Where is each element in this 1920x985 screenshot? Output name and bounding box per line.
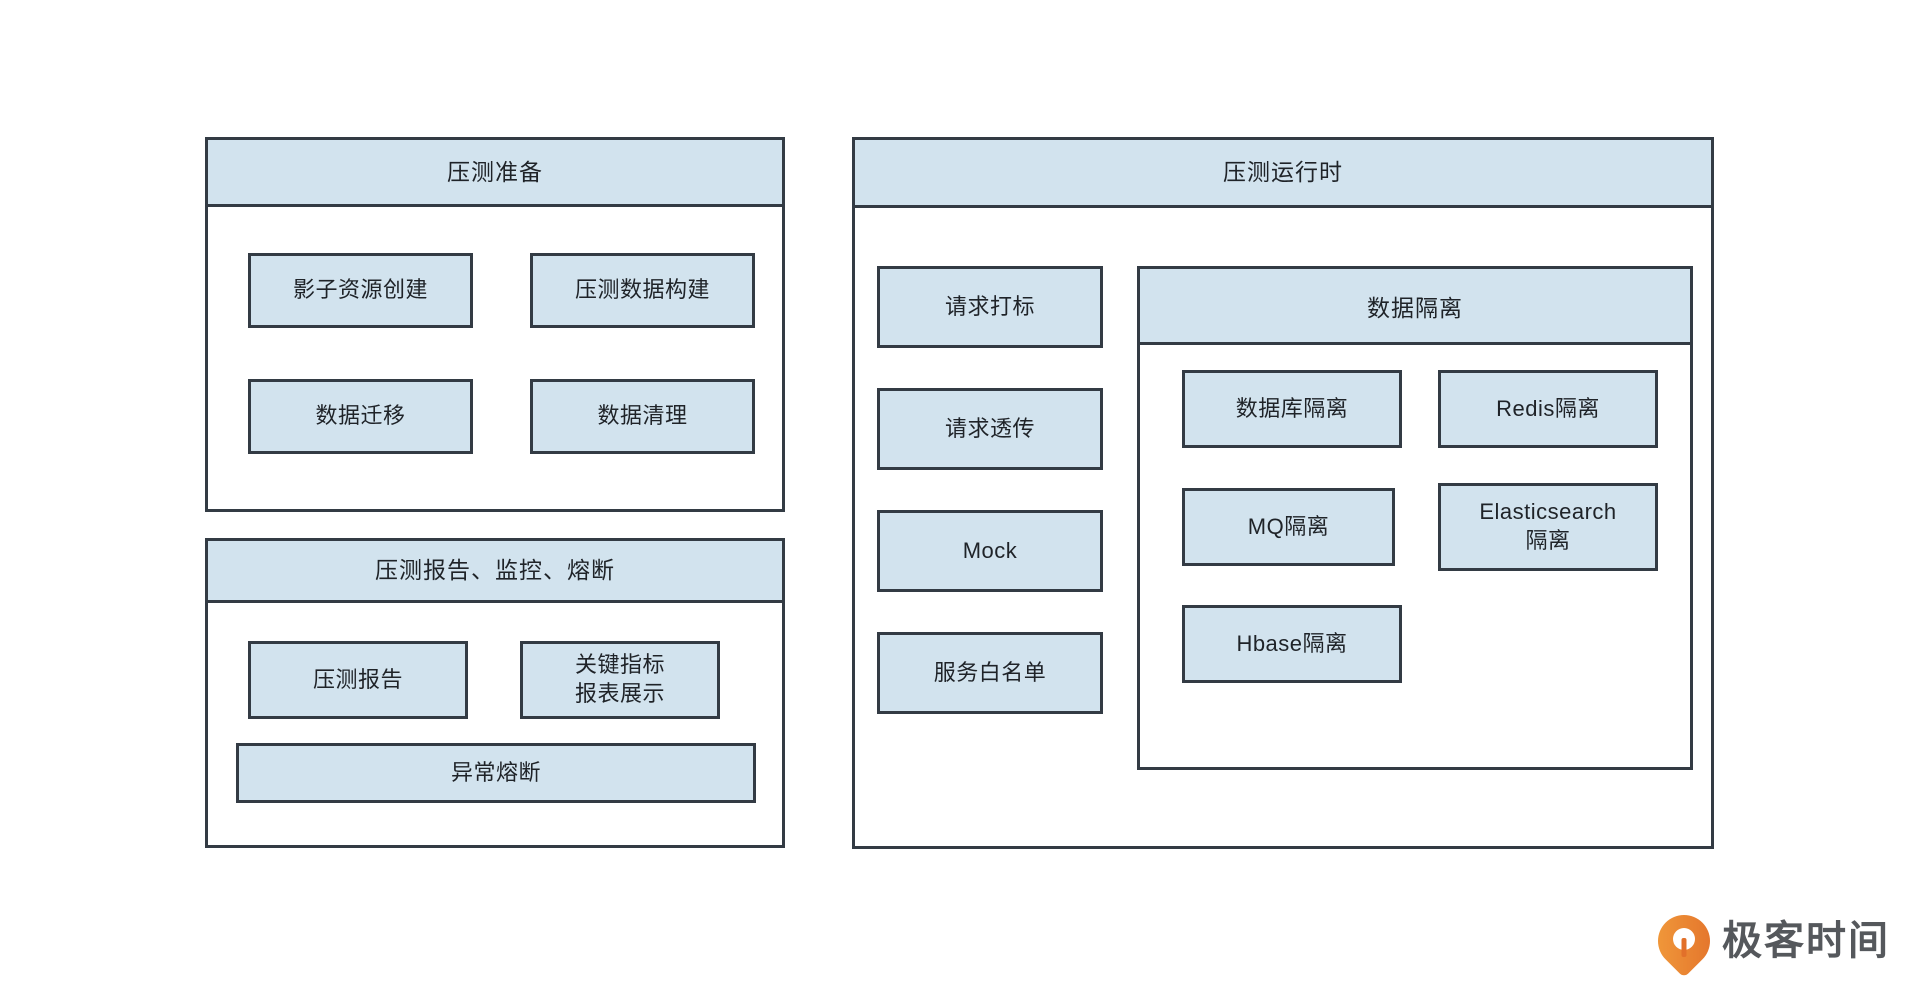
panel-body-test-preparation: 影子资源创建 压测数据构建 数据迁移 数据清理: [208, 207, 782, 509]
node-test-data-build[interactable]: 压测数据构建: [530, 253, 755, 328]
node-request-tagging[interactable]: 请求打标: [877, 266, 1103, 348]
node-request-passthrough[interactable]: 请求透传: [877, 388, 1103, 470]
node-mq-isolation[interactable]: MQ隔离: [1182, 488, 1395, 566]
node-service-whitelist[interactable]: 服务白名单: [877, 632, 1103, 714]
subpanel-title-data-isolation: 数据隔离: [1140, 269, 1690, 345]
brand-watermark: 极客时间: [1647, 904, 1890, 978]
panel-title-test-preparation: 压测准备: [208, 140, 782, 207]
geektime-pin-logo-icon: [1647, 904, 1721, 978]
node-key-metrics-report[interactable]: 关键指标 报表展示: [520, 641, 720, 719]
brand-name: 极客时间: [1722, 919, 1890, 963]
node-data-cleanup[interactable]: 数据清理: [530, 379, 755, 454]
panel-body-test-runtime: 请求打标 请求透传 Mock 服务白名单 数据隔离 数据库隔离 Redis隔离 …: [855, 208, 1711, 846]
subpanel-body-data-isolation: 数据库隔离 Redis隔离 MQ隔离 Elasticsearch 隔离 Hbas…: [1140, 345, 1690, 770]
node-test-report[interactable]: 压测报告: [248, 641, 468, 719]
panel-report-monitor-breaker: 压测报告、监控、熔断 压测报告 关键指标 报表展示 异常熔断: [205, 538, 785, 848]
node-hbase-isolation[interactable]: Hbase隔离: [1182, 605, 1402, 683]
panel-title-report-monitor-breaker: 压测报告、监控、熔断: [208, 541, 782, 603]
node-database-isolation[interactable]: 数据库隔离: [1182, 370, 1402, 448]
node-anomaly-breaker[interactable]: 异常熔断: [236, 743, 756, 803]
node-shadow-resource-create[interactable]: 影子资源创建: [248, 253, 473, 328]
subpanel-data-isolation: 数据隔离 数据库隔离 Redis隔离 MQ隔离 Elasticsearch 隔离…: [1137, 266, 1693, 770]
panel-test-runtime: 压测运行时 请求打标 请求透传 Mock 服务白名单 数据隔离 数据库隔离 Re…: [852, 137, 1714, 849]
node-redis-isolation[interactable]: Redis隔离: [1438, 370, 1658, 448]
node-elasticsearch-isolation[interactable]: Elasticsearch 隔离: [1438, 483, 1658, 571]
panel-body-report-monitor-breaker: 压测报告 关键指标 报表展示 异常熔断: [208, 603, 782, 851]
node-data-migration[interactable]: 数据迁移: [248, 379, 473, 454]
panel-test-preparation: 压测准备 影子资源创建 压测数据构建 数据迁移 数据清理: [205, 137, 785, 512]
node-mock[interactable]: Mock: [877, 510, 1103, 592]
panel-title-test-runtime: 压测运行时: [855, 140, 1711, 208]
